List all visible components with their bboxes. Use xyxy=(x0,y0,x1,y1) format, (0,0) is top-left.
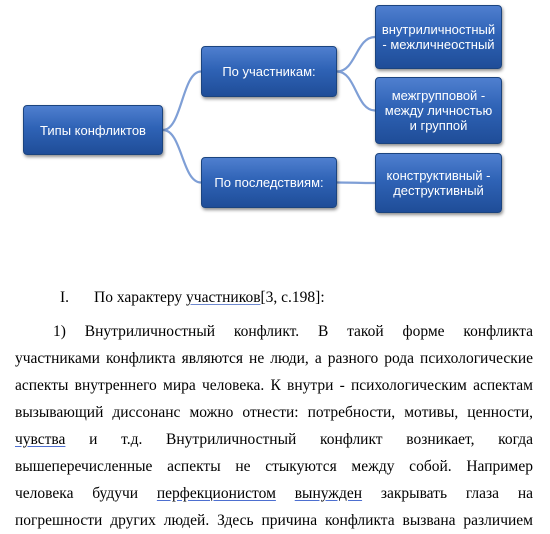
underlined-word: перфекционистом xyxy=(156,485,276,502)
branch-consequences-label: По последствиям: xyxy=(214,175,324,190)
branch-participants-box: По участникам: xyxy=(201,46,337,97)
paragraph-line: чувства и т.д. Внутриличностный конфликт… xyxy=(15,426,533,453)
line-rest: и т.д. Внутриличностный конфликт возника… xyxy=(65,431,533,448)
paragraph-line: вышеперечисленные аспекты не стыкуются м… xyxy=(15,458,533,475)
leaf-intrapersonal-label: внутриличностный - межличнеостный xyxy=(381,22,496,52)
paragraph-line: человека будучи перфекционистом вынужден… xyxy=(15,480,533,507)
paragraph-line: 1) Внутриличностный конфликт. В такой фо… xyxy=(53,323,533,340)
section-heading: I. По характеру участников[3, с.198]: xyxy=(60,289,325,307)
connector-line xyxy=(335,70,377,112)
line-start: человека будучи xyxy=(15,485,157,502)
diagram-connectors xyxy=(161,35,377,185)
conflict-types-diagram: Типы конфликтов По участникам: По послед… xyxy=(0,0,550,240)
heading-text-after: [3, с.198]: xyxy=(260,289,325,306)
underlined-word: вынужден xyxy=(294,485,363,502)
leaf-constructive-label: конструктивный - деструктивный xyxy=(386,168,491,198)
branch-participants-label: По участникам: xyxy=(222,64,316,79)
heading-number: I. xyxy=(60,289,70,306)
paragraph-line: вызывающий диссонанс можно отнести: потр… xyxy=(15,404,533,421)
connector-line xyxy=(161,128,203,184)
leaf-intergroup-label: межгрупповой - между личностью и группой xyxy=(384,88,493,133)
paragraph-line: участниками конфликта являются не люди, … xyxy=(15,350,533,367)
branch-consequences-box: По последствиям: xyxy=(201,157,337,208)
paragraph-line: аспекты внутреннего мира человека. К вну… xyxy=(15,377,533,394)
line-gap xyxy=(276,485,295,502)
body-paragraph: 1) Внутриличностный конфликт. В такой фо… xyxy=(15,318,533,534)
root-box: Типы конфликтов xyxy=(23,105,163,155)
root-label: Типы конфликтов xyxy=(40,122,146,138)
line-end: закрывать глаза на xyxy=(362,485,533,502)
connector-line xyxy=(335,181,377,185)
heading-text-before: По характеру xyxy=(94,289,187,306)
leaf-intergroup-box: межгрупповой - между личностью и группой xyxy=(375,77,502,144)
connector-line xyxy=(335,35,377,73)
leaf-intrapersonal-box: внутриличностный - межличнеостный xyxy=(375,5,502,69)
connector-line xyxy=(161,70,203,132)
leaf-constructive-box: конструктивный - деструктивный xyxy=(375,153,502,213)
underlined-word: чувства xyxy=(15,431,66,448)
paragraph-line: погрешности других людей. Здесь причина … xyxy=(15,512,533,529)
heading-link: участников xyxy=(186,289,261,306)
